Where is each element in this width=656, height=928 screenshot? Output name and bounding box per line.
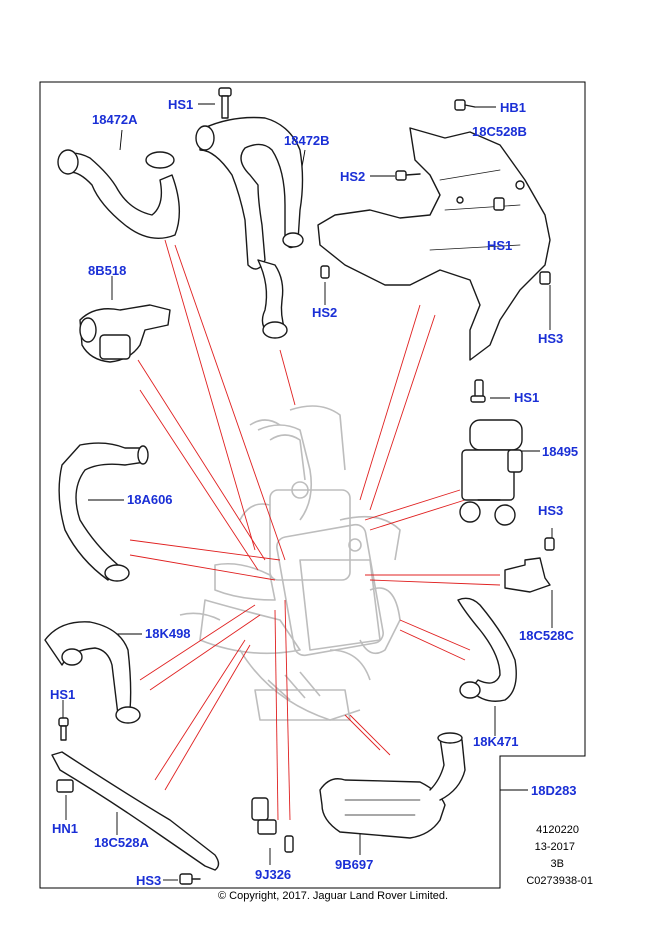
hose-18a606 <box>58 442 146 581</box>
hose-18472b <box>199 116 304 270</box>
label-hn1: HN1 <box>52 821 79 836</box>
label-18k498: 18K498 <box>145 626 191 641</box>
hose-18472a <box>61 152 180 239</box>
label-hs1-right: HS1 <box>514 390 540 405</box>
label-18472b: 18472B <box>284 133 330 148</box>
drawing-code: C0273938-01 <box>526 875 593 887</box>
label-hs2-upper: HS2 <box>340 169 366 184</box>
parts <box>44 87 555 885</box>
label-hs3-right: HS3 <box>538 503 564 518</box>
label-18472a: 18472A <box>92 112 138 127</box>
hose-18k471 <box>457 597 517 702</box>
label-hs1-bracket: HS1 <box>487 238 513 253</box>
drawing-date: 13-2017 <box>534 841 575 853</box>
nut-hn1 <box>56 779 74 793</box>
bracket-18c528b <box>317 127 551 361</box>
label-9j326: 9J326 <box>255 867 292 882</box>
label-hb1: HB1 <box>500 100 527 115</box>
label-18495: 18495 <box>542 444 579 459</box>
sensor-9j326 <box>251 797 294 853</box>
strap-18c528a <box>51 751 220 871</box>
valve-18495 <box>459 419 523 526</box>
copyright: © Copyright, 2017. Jaguar Land Rover Lim… <box>218 890 449 902</box>
exhaust-9b697 <box>319 732 466 839</box>
bolt-hs3-right <box>544 537 555 551</box>
label-hs2-lower: HS2 <box>312 305 338 320</box>
label-18c528b: 18C528B <box>472 124 527 139</box>
label-18d283: 18D283 <box>531 783 577 798</box>
diagram-frame <box>39 81 586 889</box>
label-8b518: 8B518 <box>88 263 127 278</box>
label-hs1-left: HS1 <box>50 687 76 702</box>
bolt-hs1-right <box>470 379 486 403</box>
bolt-hs1-left <box>58 717 69 741</box>
heater-assembly-ghost <box>179 405 401 721</box>
bolt-hs1-top <box>218 87 232 119</box>
bracket-18c528c <box>504 557 551 593</box>
leader-lines <box>129 239 501 821</box>
bolt-hs2-lower <box>320 265 330 279</box>
bolt-hs3-bottom <box>179 873 201 885</box>
label-hs1-top: HS1 <box>168 97 194 112</box>
revision: 3B <box>550 858 564 870</box>
label-18c528c: 18C528C <box>519 628 574 643</box>
label-hs3-bottom: HS3 <box>136 873 162 888</box>
label-18c528a: 18C528A <box>94 835 149 850</box>
ref-number: 4120220 <box>536 824 579 836</box>
label-hs3-bracket: HS3 <box>538 331 564 346</box>
bolt-hs3-bracket <box>539 271 551 285</box>
label-9b697: 9B697 <box>335 857 374 872</box>
bolt-hs2-upper <box>395 170 421 181</box>
bolt-hb1 <box>454 99 476 111</box>
bolt-hs1-bracket <box>493 197 505 211</box>
label-18k471: 18K471 <box>473 734 519 749</box>
label-18a606: 18A606 <box>127 492 173 507</box>
